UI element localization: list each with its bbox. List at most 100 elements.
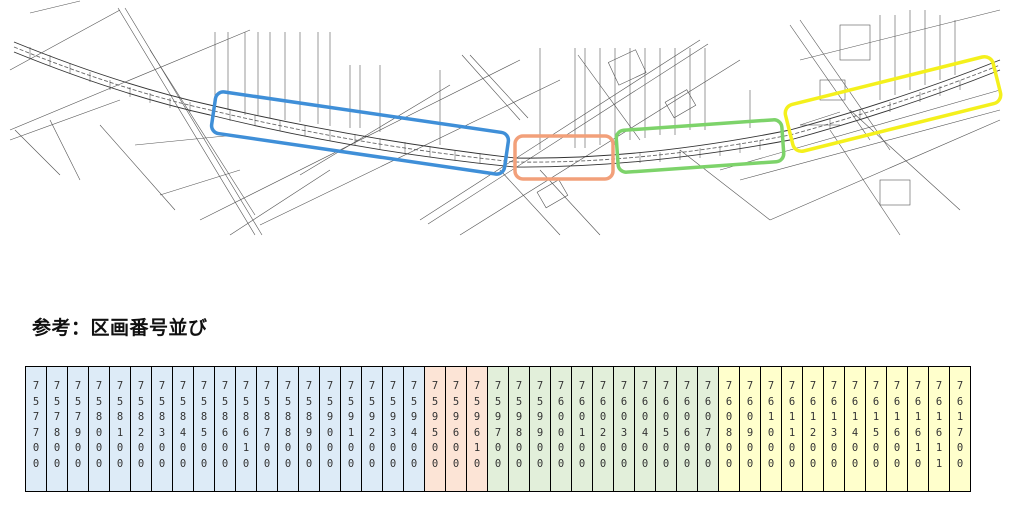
parcel-cell-orange: 7 5 9 6 0 0 <box>445 366 467 492</box>
yellow-section-highlight <box>783 54 1003 154</box>
parcel-number: 7 6 1 0 0 0 <box>767 380 775 470</box>
parcel-cell-green: 7 6 0 3 0 0 <box>613 366 635 492</box>
parcel-lines <box>9 0 1001 236</box>
parcel-cell-blue: 7 5 9 2 0 0 <box>361 366 383 492</box>
parcel-number: 7 5 8 1 0 0 <box>116 380 124 470</box>
corridor-ticks <box>29 47 961 163</box>
parcel-cell-green: 7 6 0 1 0 0 <box>571 366 593 492</box>
parcel-cell-orange: 7 5 9 5 0 0 <box>424 366 446 492</box>
parcel-number-table: 7 5 7 7 0 0 7 5 7 8 0 0 7 5 7 9 0 0 7 5 8 0… <box>25 366 971 492</box>
parcel-number: 7 5 8 0 0 0 <box>95 380 103 470</box>
parcel-cell-blue: 7 5 8 5 0 0 <box>193 366 215 492</box>
section-highlights <box>209 54 1003 181</box>
parcel-number: 7 5 7 7 0 0 <box>32 380 40 470</box>
parcel-cell-yellow: 7 6 1 1 0 0 <box>781 366 803 492</box>
parcel-cell-green: 7 6 0 2 0 0 <box>592 366 614 492</box>
parcel-number: 7 5 9 5 0 0 <box>431 380 439 470</box>
parcel-number: 7 5 9 1 0 0 <box>347 380 355 470</box>
blue-section-highlight <box>209 90 511 176</box>
parcel-cell-yellow: 7 6 1 4 0 0 <box>844 366 866 492</box>
parcel-number: 7 6 1 6 1 1 <box>935 380 943 470</box>
section-title: 参考：区画番号並び <box>32 317 208 339</box>
parcel-number: 7 5 8 6 0 0 <box>221 380 229 470</box>
parcel-cell-green: 7 6 0 7 0 0 <box>697 366 719 492</box>
parcel-cell-green: 7 6 0 6 0 0 <box>676 366 698 492</box>
parcel-number: 7 5 9 6 1 0 <box>473 380 481 470</box>
parcel-number: 7 5 8 6 1 0 <box>242 380 250 470</box>
parcel-number: 7 5 8 3 0 0 <box>158 380 166 470</box>
parcel-cell-blue: 7 5 8 6 1 0 <box>235 366 257 492</box>
parcel-cell-yellow: 7 6 1 0 0 0 <box>760 366 782 492</box>
parcel-number: 7 5 8 2 0 0 <box>137 380 145 470</box>
parcel-cell-yellow: 7 6 1 6 1 1 <box>928 366 950 492</box>
parcel-cell-green: 7 5 9 9 0 0 <box>529 366 551 492</box>
parcel-number: 7 5 9 0 0 0 <box>326 380 334 470</box>
parcel-number: 7 6 0 7 0 0 <box>704 380 712 470</box>
parcel-number: 7 5 8 4 0 0 <box>179 380 187 470</box>
parcel-cell-blue: 7 5 8 1 0 0 <box>109 366 131 492</box>
parcel-cell-green: 7 5 9 8 0 0 <box>508 366 530 492</box>
orange-section-highlight <box>513 134 615 181</box>
parcel-cell-yellow: 7 6 1 2 0 0 <box>802 366 824 492</box>
parcel-number: 7 6 1 5 0 0 <box>872 380 880 470</box>
parcel-cell-green: 7 6 0 0 0 0 <box>550 366 572 492</box>
parcel-number: 7 6 0 0 0 0 <box>557 380 565 470</box>
parcel-cell-yellow: 7 6 1 7 0 0 <box>949 366 971 492</box>
parcel-number: 7 6 1 1 0 0 <box>788 380 796 470</box>
parcel-number: 7 6 0 1 0 0 <box>578 380 586 470</box>
parcel-cell-blue: 7 5 9 0 0 0 <box>319 366 341 492</box>
parcel-number: 7 5 7 9 0 0 <box>74 380 82 470</box>
parcel-number: 7 6 1 6 0 0 <box>893 380 901 470</box>
parcel-number: 7 6 1 2 0 0 <box>809 380 817 470</box>
parcel-cell-blue: 7 5 8 2 0 0 <box>130 366 152 492</box>
green-section-highlight <box>614 118 786 174</box>
parcel-number: 7 5 9 2 0 0 <box>368 380 376 470</box>
parcel-cell-blue: 7 5 8 4 0 0 <box>172 366 194 492</box>
parcel-cell-blue: 7 5 9 1 0 0 <box>340 366 362 492</box>
parcel-cell-orange: 7 5 9 6 1 0 <box>466 366 488 492</box>
parcel-cell-yellow: 7 6 1 6 0 0 <box>886 366 908 492</box>
parcel-number: 7 5 9 6 0 0 <box>452 380 460 470</box>
parcel-number: 7 6 0 3 0 0 <box>620 380 628 470</box>
parcel-cell-yellow: 7 6 1 5 0 0 <box>865 366 887 492</box>
parcel-number: 7 6 0 6 0 0 <box>683 380 691 470</box>
parcel-number: 7 5 8 5 0 0 <box>200 380 208 470</box>
alignment-plan-drawing <box>9 0 1003 236</box>
parcel-cell-green: 7 6 0 5 0 0 <box>655 366 677 492</box>
parcel-cell-blue: 7 5 7 7 0 0 <box>25 366 47 492</box>
parcel-cell-yellow: 7 6 1 6 1 0 <box>907 366 929 492</box>
parcel-number: 7 5 9 3 0 0 <box>389 380 397 470</box>
parcel-number: 7 6 0 8 0 0 <box>725 380 733 470</box>
parcel-cell-blue: 7 5 8 0 0 0 <box>88 366 110 492</box>
parcel-number: 7 6 0 9 0 0 <box>746 380 754 470</box>
parcel-number: 7 5 9 9 0 0 <box>536 380 544 470</box>
parcel-number: 7 6 1 4 0 0 <box>851 380 859 470</box>
parcel-cell-blue: 7 5 9 3 0 0 <box>382 366 404 492</box>
parcel-number: 7 6 1 7 0 0 <box>956 380 964 470</box>
parcel-cell-blue: 7 5 8 6 0 0 <box>214 366 236 492</box>
parcel-cell-blue: 7 5 8 8 0 0 <box>277 366 299 492</box>
parcel-cell-blue: 7 5 7 8 0 0 <box>46 366 68 492</box>
parcel-cell-yellow: 7 6 0 8 0 0 <box>718 366 740 492</box>
parcel-number-row: 7 5 7 7 0 0 7 5 7 8 0 0 7 5 7 9 0 0 7 5 8 0… <box>25 366 971 492</box>
parcel-number: 7 5 8 7 0 0 <box>263 380 271 470</box>
parcel-number: 7 5 8 9 0 0 <box>305 380 313 470</box>
parcel-cell-blue: 7 5 9 4 0 0 <box>403 366 425 492</box>
parcel-number: 7 6 1 6 1 0 <box>914 380 922 470</box>
parcel-cell-yellow: 7 6 0 9 0 0 <box>739 366 761 492</box>
parcel-number: 7 5 8 8 0 0 <box>284 380 292 470</box>
parcel-cell-green: 7 5 9 7 0 0 <box>487 366 509 492</box>
parcel-number: 7 5 9 8 0 0 <box>515 380 523 470</box>
parcel-number: 7 6 0 5 0 0 <box>662 380 670 470</box>
parcel-cell-green: 7 6 0 4 0 0 <box>634 366 656 492</box>
parcel-number: 7 6 0 4 0 0 <box>641 380 649 470</box>
parcel-number: 7 5 9 4 0 0 <box>410 380 418 470</box>
parcel-cell-blue: 7 5 8 9 0 0 <box>298 366 320 492</box>
parcel-number: 7 5 7 8 0 0 <box>53 380 61 470</box>
parcel-number: 7 6 0 2 0 0 <box>599 380 607 470</box>
parcel-cell-blue: 7 5 7 9 0 0 <box>67 366 89 492</box>
parcel-cell-blue: 7 5 8 7 0 0 <box>256 366 278 492</box>
parcel-cell-yellow: 7 6 1 3 0 0 <box>823 366 845 492</box>
parcel-cell-blue: 7 5 8 3 0 0 <box>151 366 173 492</box>
parcel-number: 7 6 1 3 0 0 <box>830 380 838 470</box>
